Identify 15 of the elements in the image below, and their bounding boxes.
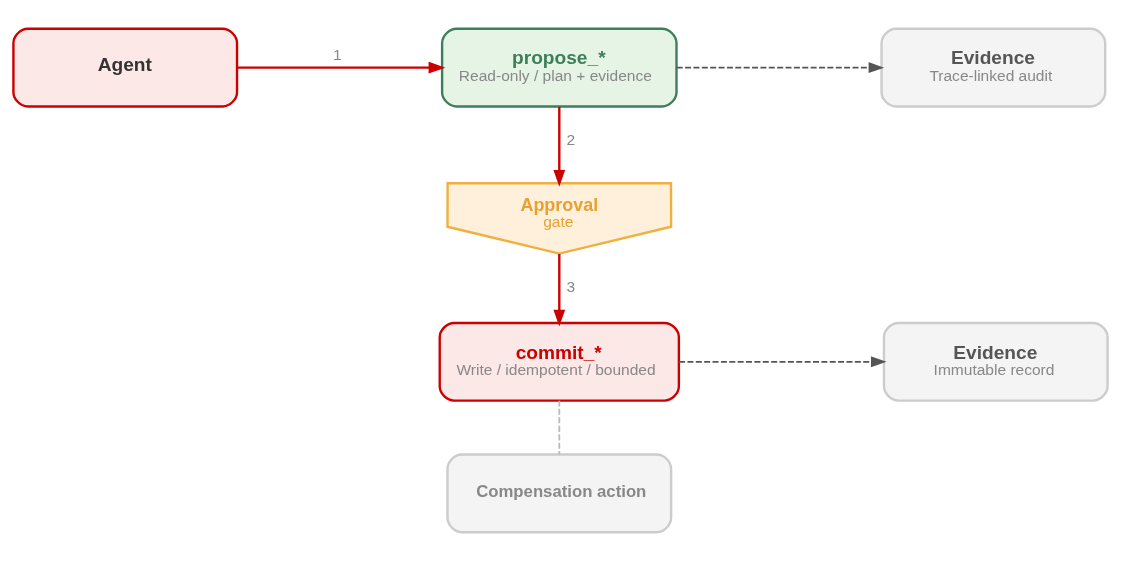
arrow <box>678 356 887 368</box>
edge-label: 1 <box>333 45 342 63</box>
node-box: Agent <box>12 27 239 108</box>
arrow <box>553 253 566 327</box>
node-box: Compensation action <box>446 453 673 534</box>
arrow <box>553 106 566 187</box>
edge-label: 3 <box>566 278 576 296</box>
node-box: propose_* Read-only / plan + evidence <box>440 27 678 108</box>
arrow <box>237 61 446 74</box>
edge-label: 2 <box>566 131 576 149</box>
node-box: Evidence Trace-linked audit <box>880 27 1107 108</box>
connector <box>558 399 561 456</box>
node-box: Evidence Immutable record <box>882 321 1109 402</box>
node-box: commit_* Write / idempotent / bounded <box>438 321 681 402</box>
arrow <box>675 62 885 74</box>
